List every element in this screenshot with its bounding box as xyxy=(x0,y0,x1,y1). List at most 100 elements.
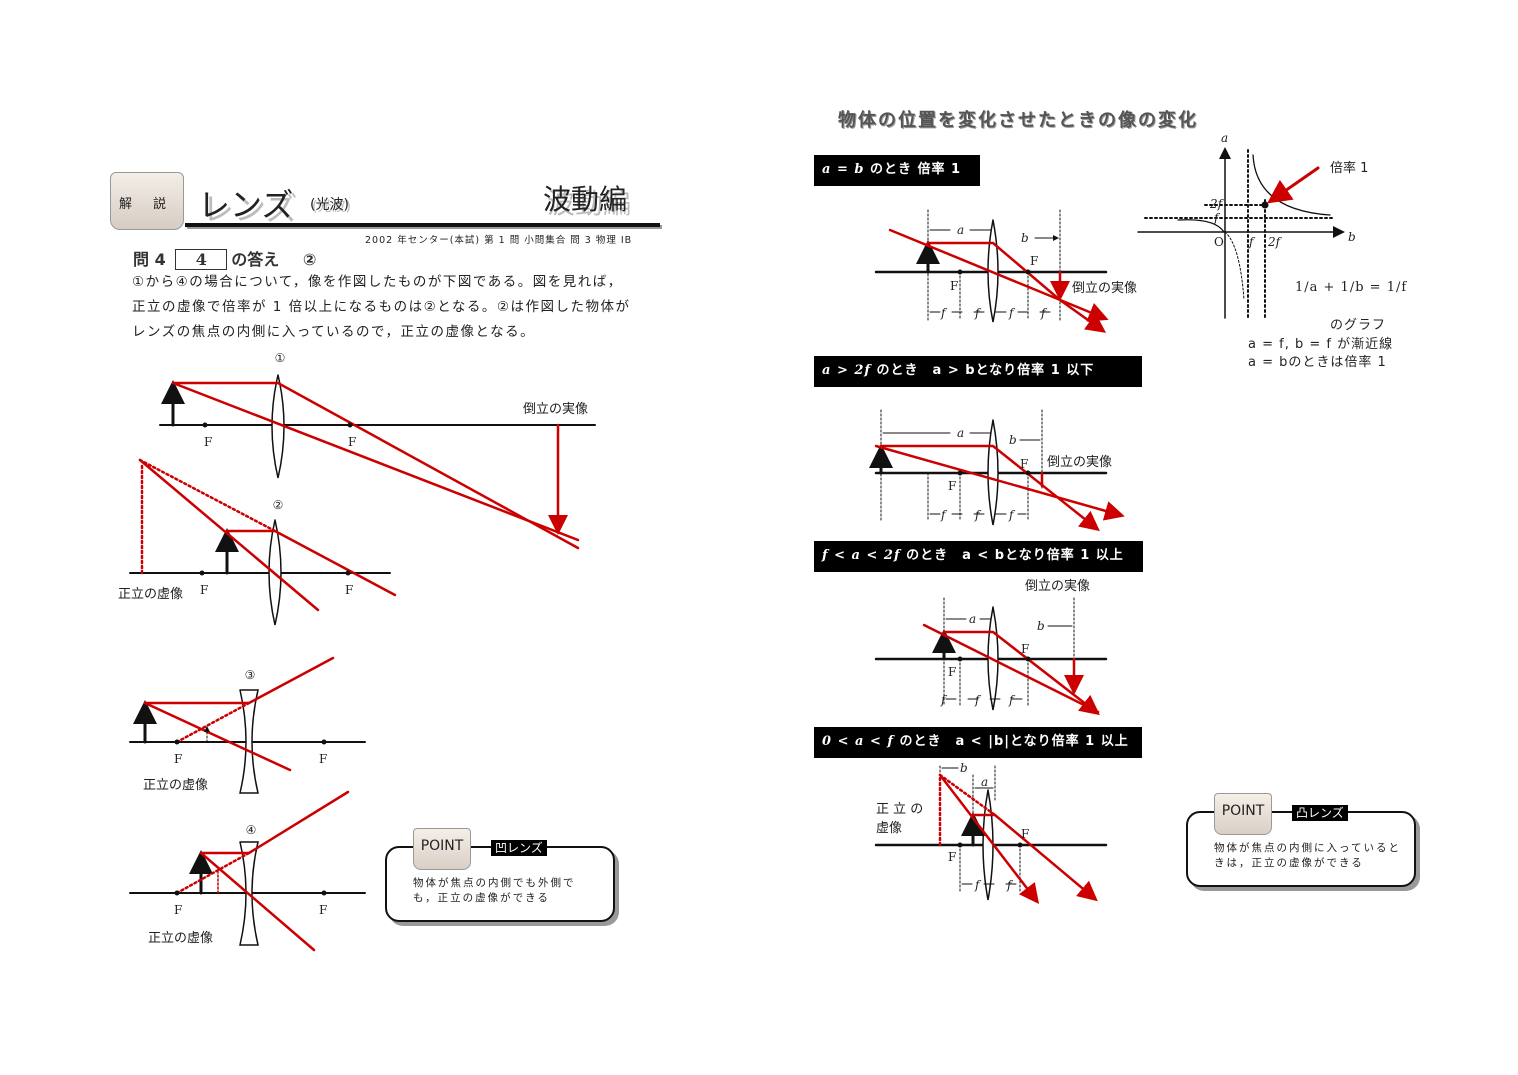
book-label-right: 説 xyxy=(153,197,167,212)
focus-label: F xyxy=(204,435,212,449)
point-tag: 凸レンズ xyxy=(1292,805,1348,821)
answer-value: ② xyxy=(302,250,317,269)
label-real-inverted: 倒立の実像 xyxy=(1025,578,1090,594)
case-condition: f < a < 2f xyxy=(822,548,901,563)
figure-number: ① xyxy=(275,351,286,365)
graph-asymptote-note: a = f, b = f が漸近線 xyxy=(1248,337,1394,352)
f-label: f xyxy=(1008,693,1016,707)
magnification-1-point xyxy=(1261,201,1269,209)
answer-box: 4 xyxy=(175,249,228,270)
figure-number: ④ xyxy=(246,823,257,837)
case-text: のとき a > bとなり倍率 1 以下 xyxy=(871,363,1095,378)
book-label-left: 解 xyxy=(119,197,133,212)
case-bar-4: 0 < a < f のとき a < |b|となり倍率 1 以上 xyxy=(814,727,1142,758)
explanation: ①から④の場合について，像を作図したものが下図である。図を見れば， 正立の虚像で… xyxy=(132,270,630,345)
focus-label: F xyxy=(1030,254,1038,268)
f-label: f xyxy=(1006,878,1014,892)
label-real-inverted: 倒立の実像 xyxy=(1072,280,1137,296)
point-text: 物体が焦点の内側でも外側でも，正立の虚像ができる xyxy=(413,877,576,904)
distance-a-label: a xyxy=(969,612,976,626)
graph-axis-b: b xyxy=(1348,230,1356,244)
f-label: f xyxy=(1040,306,1048,320)
title-rule xyxy=(185,223,660,227)
book-icon: 解 説 xyxy=(110,172,184,230)
graph-tick-f: f xyxy=(1248,235,1256,249)
focus-label: F xyxy=(1021,827,1029,841)
case-text: のとき 倍率 1 xyxy=(864,162,962,177)
focus-label: F xyxy=(174,752,182,766)
figure-number: ③ xyxy=(245,668,256,682)
concave-lens xyxy=(239,689,259,794)
diagram-4 xyxy=(129,790,366,952)
graph-axis-a: a xyxy=(1221,131,1228,145)
focus-label: F xyxy=(345,583,353,597)
f-label: f xyxy=(940,306,948,320)
diagram-1 xyxy=(159,374,596,550)
focus-label: F xyxy=(348,435,356,449)
page-subtitle: (光波) xyxy=(310,197,349,213)
f-label: f xyxy=(974,306,982,320)
point-box-concave: POINT 凹レンズ 物体が焦点の内側でも外側でも，正立の虚像ができる xyxy=(385,828,615,922)
label-virtual-upright: 正立の虚像 xyxy=(118,587,183,602)
graph-callout: 倍率 1 xyxy=(1330,160,1368,176)
case-condition: a > 2f xyxy=(822,363,872,378)
focus-label: F xyxy=(948,665,956,679)
distance-b-label: b xyxy=(1037,619,1045,633)
explanation-line: レンズの焦点の内側に入っているので，正立の虚像となる。 xyxy=(132,324,536,340)
label-real-inverted: 倒立の実像 xyxy=(1047,454,1112,470)
f-label: f xyxy=(1008,508,1016,522)
point-box-convex: POINT 凸レンズ 物体が焦点の内側に入っているときは，正立の虚像ができる xyxy=(1186,793,1416,887)
focus-label: F xyxy=(948,479,956,493)
label-virtual-upright: 正 立 の xyxy=(876,802,923,817)
case-bar-3: f < a < 2f のとき a < bとなり倍率 1 以上 xyxy=(814,541,1143,572)
right-title: 物体の位置を変化させたときの像の変化 xyxy=(838,110,1198,131)
page-title: レンズ xyxy=(198,186,294,224)
diagram-2 xyxy=(129,458,397,626)
diagram-f-lt-a-lt-2f xyxy=(874,597,1108,716)
f-label: f xyxy=(974,693,982,707)
point-text: 物体が焦点の内側に入っているときは，正立の虚像ができる xyxy=(1214,842,1401,869)
explanation-line: ①から④の場合について，像を作図したものが下図である。図を見れば， xyxy=(132,274,623,290)
label-virtual-upright: 虚像 xyxy=(876,821,902,836)
diagram-a-equals-b xyxy=(874,209,1109,333)
focus-label: F xyxy=(200,583,208,597)
source-note: 2002 年センター(本試) 第 1 問 小問集合 問 3 物理 IB xyxy=(365,235,633,246)
label-virtual-upright: 正立の虚像 xyxy=(148,931,213,946)
distance-a-label: a xyxy=(957,223,964,237)
distance-a-label: a xyxy=(981,775,988,789)
point-badge: POINT xyxy=(1214,793,1272,835)
graph-magnification-note: a = bのときは倍率 1 xyxy=(1248,355,1387,370)
focus-label: F xyxy=(1020,457,1028,471)
case-text: のとき a < bとなり倍率 1 以上 xyxy=(900,548,1124,563)
label-virtual-upright: 正立の虚像 xyxy=(143,778,208,793)
graph-caption: のグラフ xyxy=(1330,318,1387,333)
focus-label: F xyxy=(1021,642,1029,656)
case-bar-1: a = b のとき 倍率 1 xyxy=(814,155,980,186)
f-label: f xyxy=(940,508,948,522)
focus-label: F xyxy=(950,279,958,293)
case-bar-2: a > 2f のとき a > bとなり倍率 1 以下 xyxy=(814,356,1142,387)
diagram-a-lt-f xyxy=(874,765,1108,904)
f-label: f xyxy=(974,878,982,892)
distance-b-label: b xyxy=(960,761,968,775)
point-tag: 凹レンズ xyxy=(491,840,547,856)
case-text: のとき a < |b|となり倍率 1 以上 xyxy=(893,734,1129,749)
distance-b-label: b xyxy=(1021,231,1029,245)
lens-formula-graph xyxy=(1137,147,1345,319)
figure-number: ② xyxy=(273,498,284,512)
graph-tick-2f: 2f xyxy=(1267,235,1283,249)
distance-b-label: b xyxy=(1009,433,1017,447)
graph-tick-f: f xyxy=(1213,211,1221,225)
f-label: f xyxy=(940,693,948,707)
label-real-inverted: 倒立の実像 xyxy=(523,401,588,417)
f-label: f xyxy=(1008,306,1016,320)
explanation-line: 正立の虚像で倍率が 1 倍以上になるものは②となる。②は作図した物体が xyxy=(132,299,631,315)
graph-tick-2f: 2f xyxy=(1209,197,1225,211)
diagram-a-greater-2f xyxy=(869,409,1125,532)
f-label: f xyxy=(974,508,982,522)
graph-origin: O xyxy=(1214,235,1224,249)
answer-label: の答え xyxy=(231,250,280,269)
